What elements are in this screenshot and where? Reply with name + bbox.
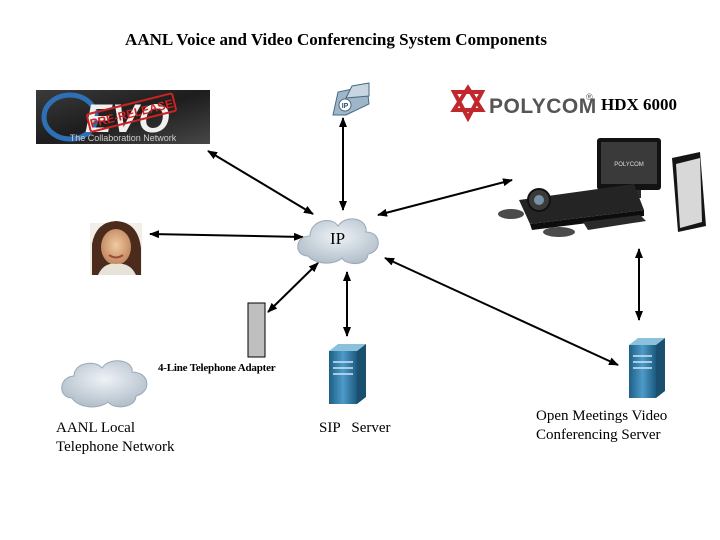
polycom-logo: POLYCOM ® — [450, 84, 597, 123]
local-network-cloud — [61, 360, 148, 408]
arrow-evo-to-ip — [207, 150, 314, 215]
ip-phone-icon: IP — [332, 82, 370, 116]
svg-text:POLYCOM: POLYCOM — [614, 162, 644, 168]
polycom-mark-icon — [450, 84, 486, 123]
arrow-openmeetings-to-ip — [384, 257, 619, 366]
open-meetings-server-label: Open Meetings Video Conferencing Server — [536, 408, 668, 443]
evo-logo-tagline: The Collaboration Network — [70, 133, 177, 143]
ip-phone-badge: IP — [342, 103, 349, 110]
arrow-person-to-ip — [149, 230, 304, 241]
ip-cloud — [297, 218, 379, 264]
telephone-adapter-label: 4-Line Telephone Adapter — [158, 362, 276, 374]
hdx-6000-label: HDX 6000 — [601, 95, 678, 114]
arrow-hdx-to-ip — [377, 178, 513, 217]
telephone-adapter-box — [247, 302, 266, 358]
polycom-registered-mark: ® — [586, 92, 593, 102]
diagram-title: AANL Voice and Video Conferencing System… — [125, 30, 547, 49]
sip-server-label: SIP Server — [319, 420, 391, 436]
ip-cloud-label: IP — [330, 229, 346, 248]
polycom-brand: POLYCOM — [489, 95, 597, 118]
arrow-adapter-to-ip — [267, 262, 319, 313]
evo-logo: EVO PRE-RELEASE The Collaboration Networ… — [36, 90, 210, 144]
sip-server-icon — [329, 344, 366, 404]
person-photo — [90, 221, 142, 275]
hdx-6000-product-image: POLYCOM — [498, 138, 706, 237]
open-meetings-server-icon — [629, 338, 665, 398]
local-network-label: AANL Local Telephone Network — [56, 420, 175, 455]
